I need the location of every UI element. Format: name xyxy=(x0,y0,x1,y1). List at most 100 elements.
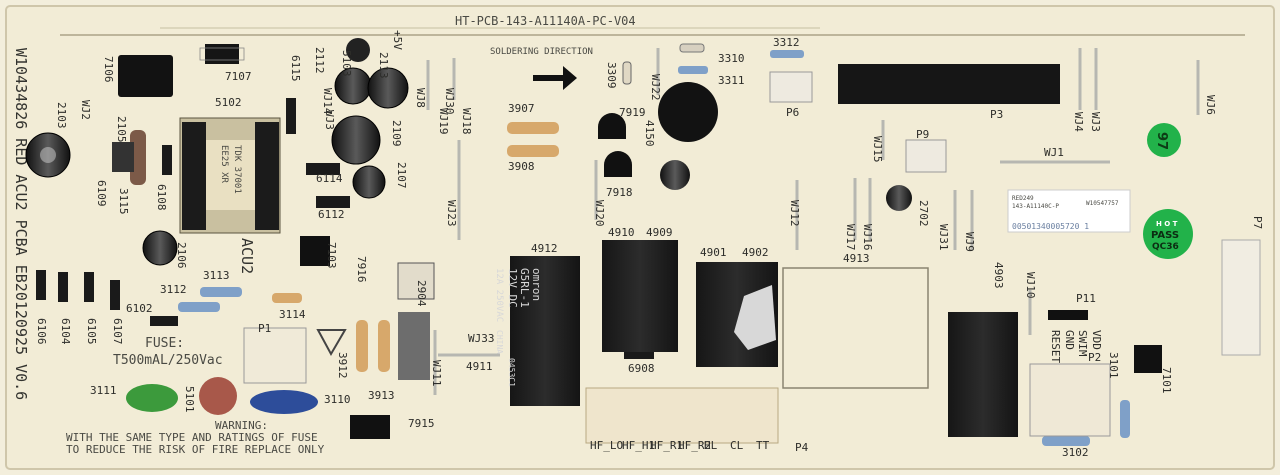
svg-text:TDK 37001: TDK 37001 xyxy=(232,145,242,194)
diode-6104 xyxy=(58,272,68,302)
buzzer-4150 xyxy=(658,82,718,142)
capacitor-2113 xyxy=(367,67,409,109)
ref-label-wj12: WJ12 xyxy=(788,200,801,227)
qc-pass: PASS xyxy=(1151,230,1179,241)
ref-label-4901: 4901 xyxy=(700,246,727,259)
ref-label-6108: 6108 xyxy=(155,184,168,211)
ref-label-6106: 6106 xyxy=(35,318,48,345)
diode-6109 xyxy=(112,142,134,172)
ref-label-5102: 5102 xyxy=(215,96,242,109)
relay-brand: omron xyxy=(530,268,543,301)
ref-label-hl: HL xyxy=(704,439,718,452)
resistor-3112 xyxy=(178,302,220,312)
ref-label-3111: 3111 xyxy=(90,384,117,397)
ref-label-7918: 7918 xyxy=(606,186,633,199)
ref-label-hf-lo: HF_LO xyxy=(590,439,623,452)
ref-label-2105: 2105 xyxy=(115,116,128,143)
acu2-label: ACU2 xyxy=(238,238,256,274)
ref-label-wj33: WJ33 xyxy=(468,332,495,345)
sticker-line-3: W10547757 xyxy=(1086,200,1119,207)
relay-4910-4909 xyxy=(602,240,678,352)
transistor-7919 xyxy=(598,113,626,139)
resistor-3114 xyxy=(272,293,302,303)
ref-label-2107: 2107 xyxy=(395,162,408,189)
ref-label-hf-r2: HF_R2 xyxy=(678,439,711,452)
ref-label-3113: 3113 xyxy=(203,269,230,282)
regulator-7915 xyxy=(350,415,390,439)
relay-country: CHINA xyxy=(495,330,504,354)
ref-label-3115: 3115 xyxy=(117,188,130,215)
connector-p1 xyxy=(243,327,307,384)
capacitor-2904 xyxy=(398,312,430,380)
diode-6114 xyxy=(306,163,340,175)
ref-label-7919: 7919 xyxy=(619,106,646,119)
ref-label-wj8: WJ8 xyxy=(414,88,427,108)
relay-footprint-4913 xyxy=(782,267,929,389)
ref-label-p9: P9 xyxy=(916,128,929,141)
resistor-3907 xyxy=(507,122,559,134)
ref-label-wj1: WJ1 xyxy=(1044,146,1064,159)
ref-label-wj10: WJ10 xyxy=(1024,272,1037,299)
capacitor-2107 xyxy=(352,165,386,199)
fuse-rating: T500mAL/250Vac xyxy=(113,353,223,368)
qc-pass-sticker xyxy=(1143,209,1193,259)
ref-label-wj30: WJ30 xyxy=(443,88,456,115)
resistor-3310 xyxy=(679,43,705,53)
relay-4903 xyxy=(948,312,1018,437)
high-voltage-icon xyxy=(316,329,347,357)
jumper-wires xyxy=(426,48,1200,395)
varistor-3111 xyxy=(126,384,178,412)
ref-label-4902: 4902 xyxy=(742,246,769,259)
ref-label-7101: 7101 xyxy=(1160,367,1173,394)
ref-label-p4: P4 xyxy=(795,441,809,454)
diode-6115 xyxy=(286,98,296,134)
ref-label-p11: P11 xyxy=(1076,292,1096,305)
ref-label-wj16: WJ16 xyxy=(861,224,874,251)
transistor-7918 xyxy=(604,151,632,177)
fuse-label: FUSE: xyxy=(145,336,184,351)
warning-title: WARNING: xyxy=(215,419,268,432)
qc-sticker-97-text: 97 xyxy=(1154,132,1169,150)
resistor-3312 xyxy=(770,50,804,58)
capacitor-2702 xyxy=(886,185,912,211)
ref-label-7103: 7103 xyxy=(325,242,338,269)
ref-label-2106: 2106 xyxy=(175,242,188,269)
ref-label-7107: 7107 xyxy=(225,70,252,83)
header-p11 xyxy=(1048,310,1088,320)
ref-label-cl: CL xyxy=(730,439,744,452)
soldering-arrow-icon xyxy=(533,66,577,90)
ref-label-4912: 4912 xyxy=(531,242,558,255)
diode-6108 xyxy=(162,145,172,175)
board-side-text: W10434826 RED ACU2 PCBA EB20120925 V0.6 xyxy=(12,48,30,400)
connector-p2 xyxy=(1029,363,1111,437)
ic-7106 xyxy=(118,55,173,97)
ref-label-7915: 7915 xyxy=(408,417,435,430)
ref-label-4913: 4913 xyxy=(843,252,870,265)
ref-label-wj11: WJ11 xyxy=(430,360,443,387)
ref-label-3311: 3311 xyxy=(718,74,745,87)
ref-label--5v: +5V xyxy=(391,30,404,50)
ref-label-wj15: WJ15 xyxy=(871,136,884,163)
ref-label-swim: SWIM xyxy=(1076,330,1089,357)
ref-label-3912: 3912 xyxy=(336,352,349,379)
inductor-2111 xyxy=(346,38,370,62)
resistor-3309 xyxy=(622,61,632,85)
ic-7103 xyxy=(300,236,330,266)
ref-label-3908: 3908 xyxy=(508,160,535,173)
ref-label-2904: 2904 xyxy=(415,280,428,307)
ref-label-wj19: WJ19 xyxy=(437,108,450,135)
ref-label-wj23: WJ23 xyxy=(445,200,458,227)
warning-line-1: WITH THE SAME TYPE AND RATINGS OF FUSE xyxy=(66,431,318,444)
optocoupler-7916 xyxy=(397,262,435,300)
relay-4912 xyxy=(510,256,580,406)
diode-6105 xyxy=(84,272,94,302)
ref-label-p6: P6 xyxy=(786,106,799,119)
relay-model: G5RL-1 xyxy=(518,268,531,308)
ref-label-6908: 6908 xyxy=(628,362,655,375)
ic-7101 xyxy=(1134,345,1162,373)
ref-label-wj18: WJ18 xyxy=(460,108,473,135)
ref-label-3312: 3312 xyxy=(773,36,800,49)
ref-label-wj3: WJ3 xyxy=(1089,112,1102,132)
ref-label-7916: 7916 xyxy=(355,256,368,283)
